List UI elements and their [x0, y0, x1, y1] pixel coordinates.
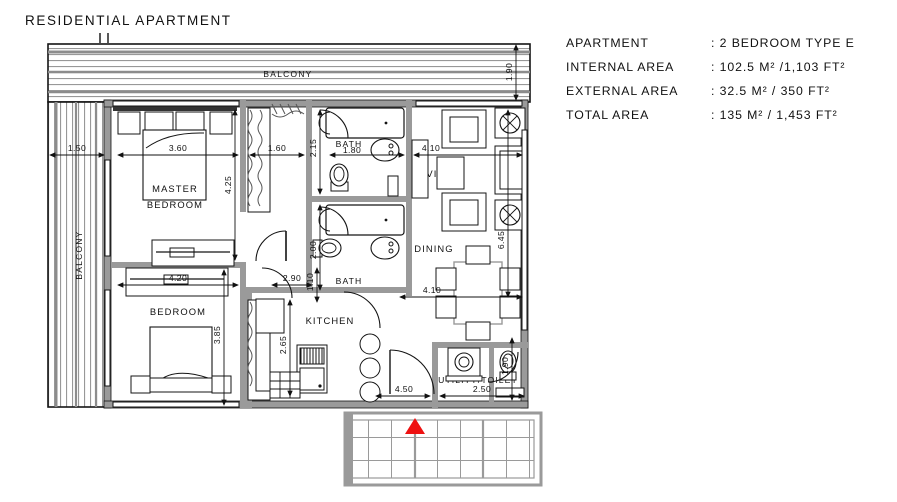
kitchen: KITCHEN: [255, 298, 381, 403]
entry-direction-marker: [405, 418, 425, 434]
dim-terrace-door: 4.50: [395, 384, 413, 394]
dim-utility-depth: 1.90: [500, 357, 510, 375]
bath-upper-label: BATH: [336, 139, 363, 149]
balcony-top-area: BALCONY: [47, 43, 531, 103]
door-swings: [255, 109, 519, 395]
dim-bath-lower-depth: 2.00: [308, 241, 318, 259]
dim-kitchen-depth: 2.65: [278, 336, 288, 354]
apartment-spec-table: APARTMENT : 2 BEDROOM TYPE E INTERNAL ARE…: [566, 31, 855, 127]
spec-value-total-area: : 135 M² / 1,453 FT²: [711, 108, 838, 122]
living-label: LIVING: [416, 168, 453, 179]
bath-lower-label: BATH: [336, 276, 363, 286]
spec-label-internal-area: INTERNAL AREA: [566, 60, 675, 74]
dim-master-bed-depth: 4.25: [223, 176, 233, 194]
dimension-lines: [49, 44, 525, 406]
spec-row-external-area: EXTERNAL AREA : 32.5 M² / 350 FT²: [566, 79, 855, 103]
dining-label: DINING: [414, 243, 453, 254]
dim-utility-width: 2.50: [473, 384, 491, 394]
spec-row-apartment: APARTMENT : 2 BEDROOM TYPE E: [566, 31, 855, 55]
spec-row-total-area: TOTAL AREA : 135 M² / 1,453 FT²: [566, 103, 855, 127]
spec-value-external-area: : 32.5 M² / 350 FT²: [711, 84, 830, 98]
page-title: RESIDENTIAL APARTMENT: [25, 13, 232, 28]
spec-label-external-area: EXTERNAL AREA: [566, 84, 679, 98]
dim-balcony-top-right-depth: 1.90: [504, 63, 514, 81]
bedroom-label: BEDROOM: [150, 306, 206, 317]
terrace-bottom-right: [343, 411, 543, 487]
dim-hall-depth: 1.10: [305, 273, 315, 291]
dim-bedroom-depth: 3.85: [212, 326, 222, 344]
dim-hall-width: 2.90: [283, 273, 301, 283]
spec-value-apartment: : 2 BEDROOM TYPE E: [711, 36, 855, 50]
master-bedroom: MASTER BEDROOM: [113, 105, 237, 267]
dim-bath-upper-width: 1.80: [343, 145, 361, 155]
dimension-labels: 1.50 3.60 1.60 1.80 4.10 4.25 2.15 2.00 …: [68, 63, 514, 394]
dim-master-bed-width: 3.60: [169, 143, 187, 153]
bath-lower: BATH: [312, 204, 405, 286]
balcony-left-label: BALCONY: [74, 230, 84, 279]
spec-value-internal-area: : 102.5 M² /1,103 FT²: [711, 60, 846, 74]
dim-living-width: 4.10: [422, 143, 440, 153]
dim-living-depth: 6.45: [496, 231, 506, 249]
plan-geometry: BALCONY BALCONY: [47, 33, 543, 487]
dim-closet-width: 1.60: [268, 143, 286, 153]
balcony-top-label: BALCONY: [263, 69, 312, 79]
dim-bedroom-width: 4.20: [169, 273, 187, 283]
dim-balcony-width: 1.50: [68, 143, 86, 153]
spec-row-internal-area: INTERNAL AREA : 102.5 M² /1,103 FT²: [566, 55, 855, 79]
dim-bath-upper-depth: 2.15: [308, 139, 318, 157]
closet-upper: [247, 103, 305, 213]
windows: [104, 100, 528, 408]
dim-dining-width: 4.10: [423, 285, 441, 295]
master-bedroom-label-line2: BEDROOM: [147, 199, 203, 210]
bath-upper: BATH: [318, 107, 405, 192]
kitchen-label: KITCHEN: [306, 315, 355, 326]
master-bedroom-label-line1: MASTER: [152, 183, 198, 194]
spec-label-total-area: TOTAL AREA: [566, 108, 650, 122]
spec-label-apartment: APARTMENT: [566, 36, 649, 50]
